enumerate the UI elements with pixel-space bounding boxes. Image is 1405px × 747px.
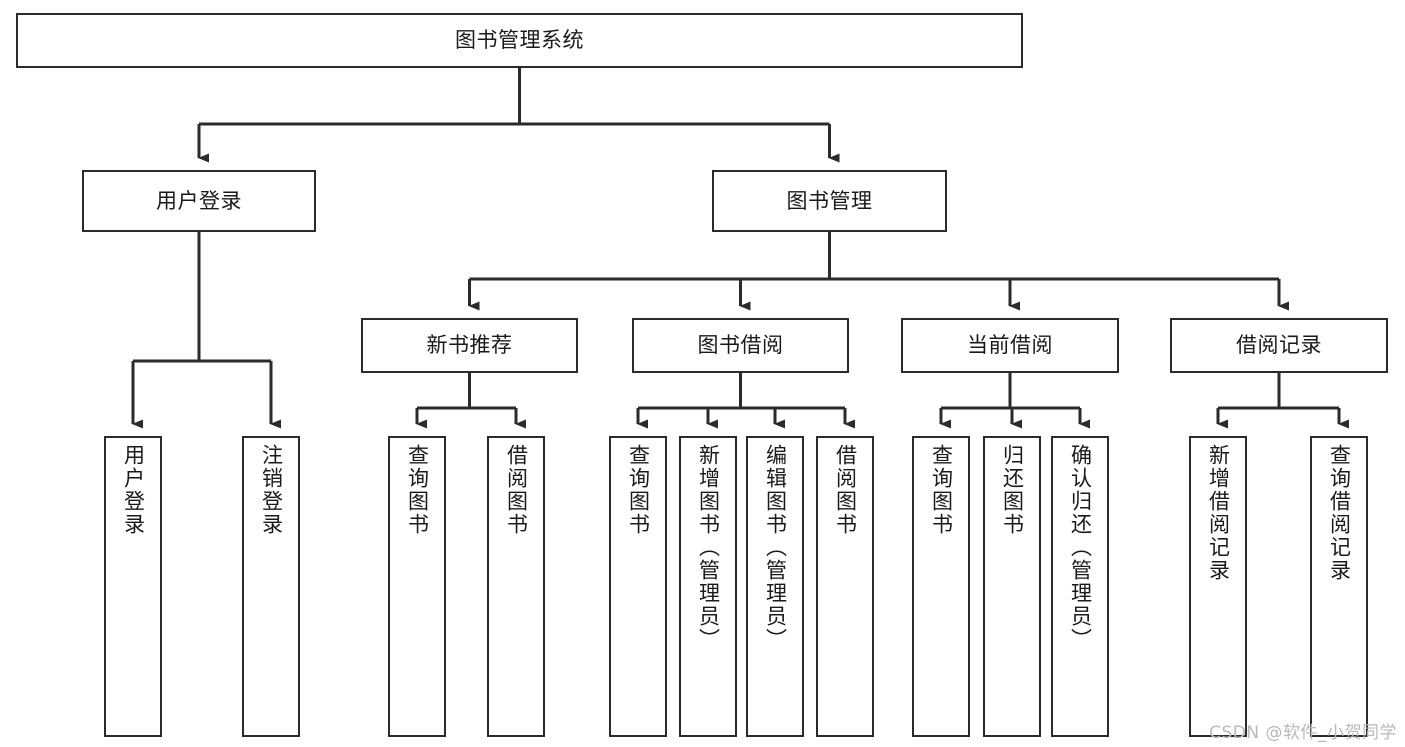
- node-book-borrow[interactable]: 图书借阅: [632, 318, 849, 373]
- node-leaf-borrow-book-1[interactable]: 借阅图书: [487, 436, 545, 737]
- node-leaf-user-login[interactable]: 用户登录: [104, 436, 162, 737]
- node-label: 查询借阅记录: [1327, 444, 1352, 582]
- node-user-login[interactable]: 用户登录: [82, 170, 316, 232]
- node-label: 图书管理: [786, 188, 873, 213]
- node-leaf-add-record[interactable]: 新增借阅记录: [1189, 436, 1247, 737]
- node-label: 用户登录: [156, 188, 242, 213]
- node-label: 用户登录: [121, 444, 146, 536]
- node-label: 查询图书: [626, 444, 651, 536]
- node-label: 借阅记录: [1236, 333, 1322, 358]
- node-label: 新书推荐: [426, 333, 513, 358]
- node-borrow-record[interactable]: 借阅记录: [1170, 318, 1388, 373]
- node-root[interactable]: 图书管理系统: [16, 13, 1023, 68]
- node-label: 新增借阅记录: [1206, 444, 1231, 582]
- node-label: 借阅图书: [833, 444, 858, 536]
- node-label: 新增图书（管理员）: [696, 444, 721, 651]
- node-leaf-query-book-1[interactable]: 查询图书: [388, 436, 446, 737]
- node-leaf-user-logout[interactable]: 注销登录: [242, 436, 300, 737]
- node-current-borrow[interactable]: 当前借阅: [901, 318, 1119, 373]
- node-label: 查询图书: [405, 444, 430, 536]
- node-new-book-rec[interactable]: 新书推荐: [361, 318, 578, 373]
- node-leaf-query-book-2[interactable]: 查询图书: [609, 436, 667, 737]
- node-leaf-confirm-return[interactable]: 确认归还（管理员）: [1051, 436, 1109, 737]
- node-label: 归还图书: [1000, 444, 1025, 536]
- node-leaf-borrow-book-2[interactable]: 借阅图书: [816, 436, 874, 737]
- watermark-text: CSDN @软件_小贺同学: [1209, 723, 1397, 743]
- node-leaf-add-book[interactable]: 新增图书（管理员）: [679, 436, 737, 737]
- node-label: 确认归还（管理员）: [1068, 444, 1093, 651]
- node-label: 编辑图书（管理员）: [763, 444, 788, 651]
- node-leaf-query-record[interactable]: 查询借阅记录: [1310, 436, 1368, 737]
- node-label: 查询图书: [929, 444, 954, 536]
- node-book-manage[interactable]: 图书管理: [712, 170, 947, 232]
- node-label: 当前借阅: [967, 333, 1053, 358]
- node-label: 图书借阅: [697, 333, 784, 358]
- node-leaf-edit-book[interactable]: 编辑图书（管理员）: [746, 436, 804, 737]
- node-leaf-query-book-3[interactable]: 查询图书: [912, 436, 970, 737]
- node-label: 注销登录: [259, 444, 284, 536]
- node-label: 图书管理系统: [455, 28, 584, 53]
- node-label: 借阅图书: [504, 444, 529, 536]
- node-leaf-return-book[interactable]: 归还图书: [983, 436, 1041, 737]
